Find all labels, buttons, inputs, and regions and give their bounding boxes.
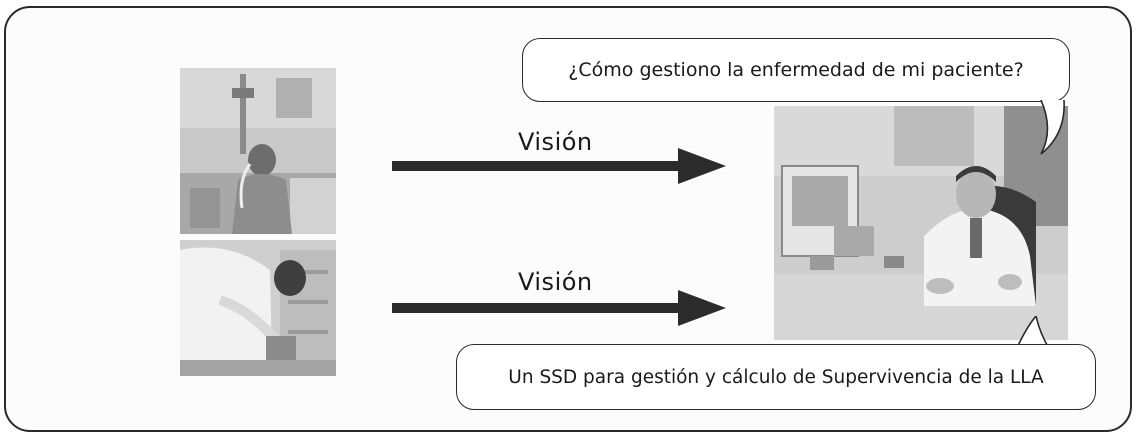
answer-speech-bubble: Un SSD para gestión y cálculo de Supervi… bbox=[456, 344, 1096, 410]
lab-worker-photo bbox=[180, 240, 336, 376]
answer-bubble-tail bbox=[1015, 316, 1051, 350]
vision-arrow-top bbox=[392, 148, 726, 184]
patient-photo bbox=[180, 68, 336, 234]
doctor-photo-image bbox=[774, 106, 1068, 340]
lab-worker-photo-image bbox=[180, 240, 336, 376]
patient-photo-image bbox=[180, 68, 336, 234]
question-bubble-tail bbox=[1040, 100, 1065, 155]
doctor-at-desk-photo bbox=[774, 106, 1068, 340]
arrow-label-top: Visión bbox=[518, 128, 593, 156]
answer-text: Un SSD para gestión y cálculo de Supervi… bbox=[508, 366, 1044, 388]
question-text: ¿Cómo gestiono la enfermedad de mi pacie… bbox=[568, 59, 1024, 81]
arrow-label-bottom: Visión bbox=[518, 268, 593, 296]
vision-arrow-bottom bbox=[392, 290, 726, 326]
question-speech-bubble: ¿Cómo gestiono la enfermedad de mi pacie… bbox=[522, 38, 1070, 102]
